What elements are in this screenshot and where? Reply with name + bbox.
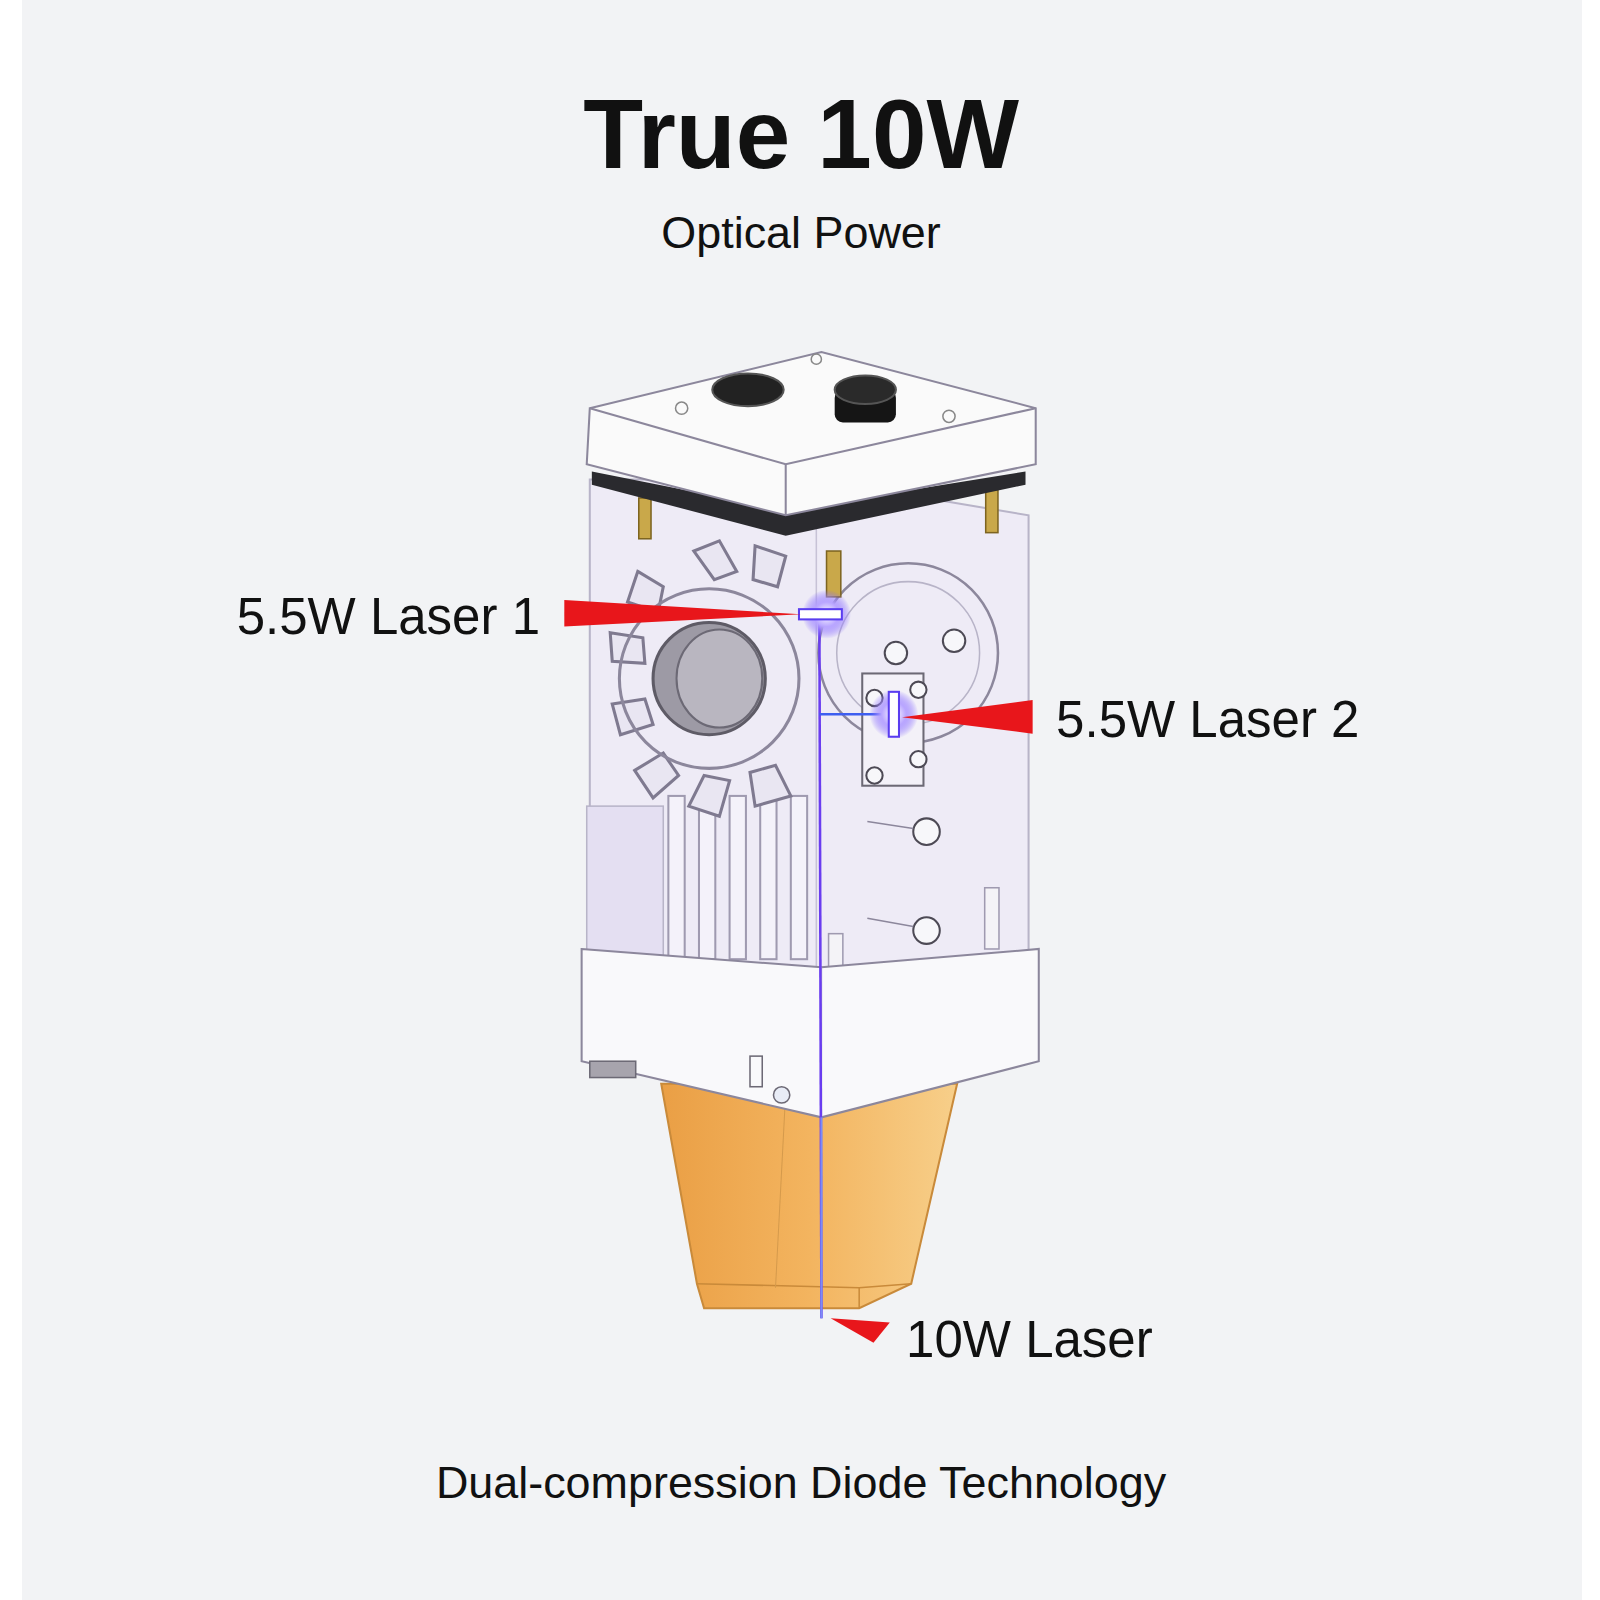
housing-body <box>587 480 1029 980</box>
callout-label: 5.5W Laser 1 <box>237 589 540 645</box>
radial-fin <box>689 776 730 817</box>
screw-shaft <box>867 821 913 828</box>
combined-beam <box>819 614 821 1318</box>
heatsink-fin <box>760 796 776 959</box>
screw <box>943 630 965 652</box>
laser-1-pointer <box>564 600 801 627</box>
top-cap <box>587 352 1036 536</box>
heatsink-fins <box>668 796 807 959</box>
subtitle: Optical Power <box>661 208 940 257</box>
radial-fin <box>612 699 653 735</box>
radial-fin <box>750 765 791 806</box>
fan-hub <box>653 622 765 734</box>
laser-2-emitter <box>889 692 899 737</box>
screws <box>866 630 965 944</box>
cap-body <box>587 352 1036 515</box>
cap-hole <box>943 410 955 422</box>
screw-shaft <box>867 918 913 926</box>
fan-hub-face <box>677 630 763 728</box>
bottom-collar <box>582 949 1039 1117</box>
collar-shape <box>582 949 1039 1117</box>
callout-label: 10W Laser <box>906 1312 1153 1368</box>
heatsink-fin <box>730 796 746 959</box>
nozzle-edge <box>776 1092 786 1288</box>
pin <box>985 888 999 949</box>
housing-panel <box>587 806 664 959</box>
callout-label: 5.5W Laser 2 <box>1056 692 1359 748</box>
laser-2-pointer <box>902 700 1033 734</box>
cap-port <box>712 373 783 406</box>
radial-fins <box>610 541 791 817</box>
collar-led <box>773 1087 789 1103</box>
emitter-glow <box>869 690 918 739</box>
screw <box>885 642 907 664</box>
cap-edge <box>785 464 787 515</box>
screw-shafts <box>867 821 913 926</box>
heatsink-fin <box>791 796 807 959</box>
nozzle-edge <box>697 1284 911 1288</box>
nozzle-edge <box>858 1288 860 1308</box>
radial-fin <box>694 541 737 580</box>
cap-port <box>835 376 896 405</box>
laser-beams <box>799 590 918 1319</box>
screw <box>866 767 882 783</box>
heatsink-fin <box>668 796 684 959</box>
standoff <box>986 490 998 533</box>
standoff <box>639 498 651 539</box>
cap-hole <box>676 402 688 414</box>
screw <box>910 751 926 767</box>
pointers <box>564 600 1032 1343</box>
collar-slot <box>750 1056 762 1087</box>
cap-hole <box>811 354 821 364</box>
housing-edge <box>816 480 818 980</box>
nozzle <box>661 1084 957 1308</box>
collar-tab <box>590 1061 636 1077</box>
laser-1-emitter <box>799 609 842 619</box>
heatsink-fin <box>699 796 715 959</box>
screw <box>913 917 940 944</box>
nozzle-shape <box>661 1084 957 1308</box>
screw <box>913 818 940 845</box>
combined-beam <box>820 1117 822 1318</box>
title: True 10W <box>583 81 1019 189</box>
radial-fin <box>753 546 786 587</box>
caption: Dual-compression Diode Technology <box>436 1458 1166 1507</box>
cap-edge <box>590 408 1036 464</box>
radial-fin <box>610 633 645 664</box>
screw <box>910 682 926 698</box>
output-pointer <box>831 1318 890 1342</box>
